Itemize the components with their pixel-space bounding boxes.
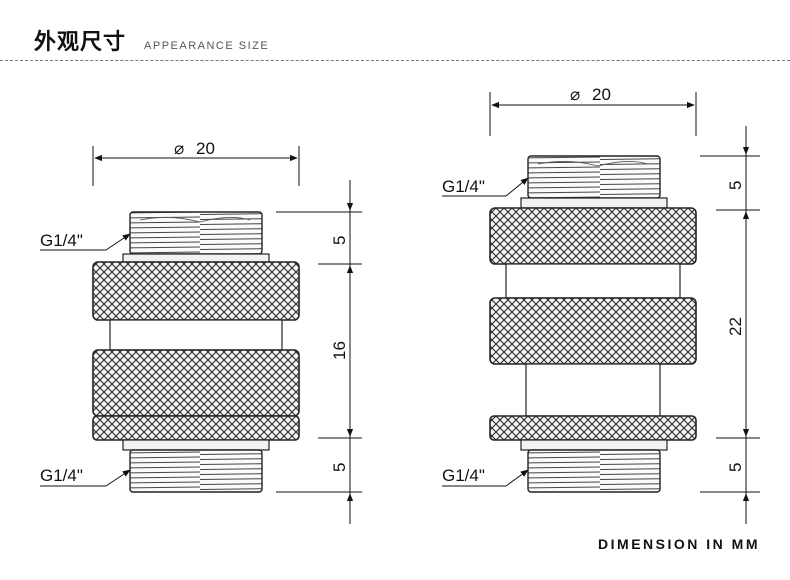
left-bottom-neck — [122, 439, 270, 451]
left-dim-bottom-label: 5 — [330, 463, 349, 472]
left-thread-bottom-pointer — [105, 469, 131, 487]
left-lower-knurl — [92, 349, 300, 417]
left-diameter-symbol: ⌀ — [174, 139, 184, 158]
left-thread-top-pointer — [105, 233, 131, 251]
right-thread-bottom-pointer — [505, 469, 529, 487]
right-lower-shaft — [525, 363, 661, 417]
right-diameter-symbol: ⌀ — [570, 85, 580, 104]
right-dim-mid-label: 22 — [726, 317, 745, 336]
left-diameter-label: 20 — [196, 139, 215, 158]
left-upper-knurl — [92, 261, 300, 321]
left-thread-bottom-label: G1/4" — [40, 466, 83, 485]
right-bottom-knurl — [489, 415, 697, 441]
right-bottom-thread — [527, 449, 661, 493]
title-chinese: 外观尺寸 — [34, 30, 127, 55]
right-diameter-label: 20 — [592, 85, 611, 104]
left-bottom-thread — [129, 449, 263, 493]
right-upper-shaft — [505, 263, 681, 299]
right-thread-top-label: G1/4" — [442, 177, 485, 196]
right-thread-top-pointer — [505, 177, 529, 197]
right-dim-bottom-label: 5 — [726, 463, 745, 472]
left-bottom-knurl — [92, 415, 300, 441]
header-divider — [0, 60, 790, 61]
left-fitting: ⌀ 20 G1/4" G1/4" 5 16 5 — [40, 139, 362, 524]
left-top-neck — [122, 253, 270, 263]
right-top-neck — [520, 197, 668, 209]
right-dim-top-label: 5 — [726, 181, 745, 190]
units-note: DIMENSION IN MM — [598, 536, 760, 552]
right-upper-knurl — [489, 207, 697, 265]
left-shaft — [109, 319, 283, 351]
header: 外观尺寸 APPEARANCE SIZE — [34, 24, 269, 56]
right-bottom-neck — [520, 439, 668, 451]
right-fitting: ⌀ 20 G1/4" G1/4" 5 22 5 — [442, 85, 760, 524]
right-thread-bottom-label: G1/4" — [442, 466, 485, 485]
left-dim-top-label: 5 — [330, 236, 349, 245]
left-thread-top-label: G1/4" — [40, 231, 83, 250]
right-middle-knurl — [489, 297, 697, 365]
title-english: APPEARANCE SIZE — [144, 40, 270, 52]
left-dim-mid-label: 16 — [330, 341, 349, 360]
